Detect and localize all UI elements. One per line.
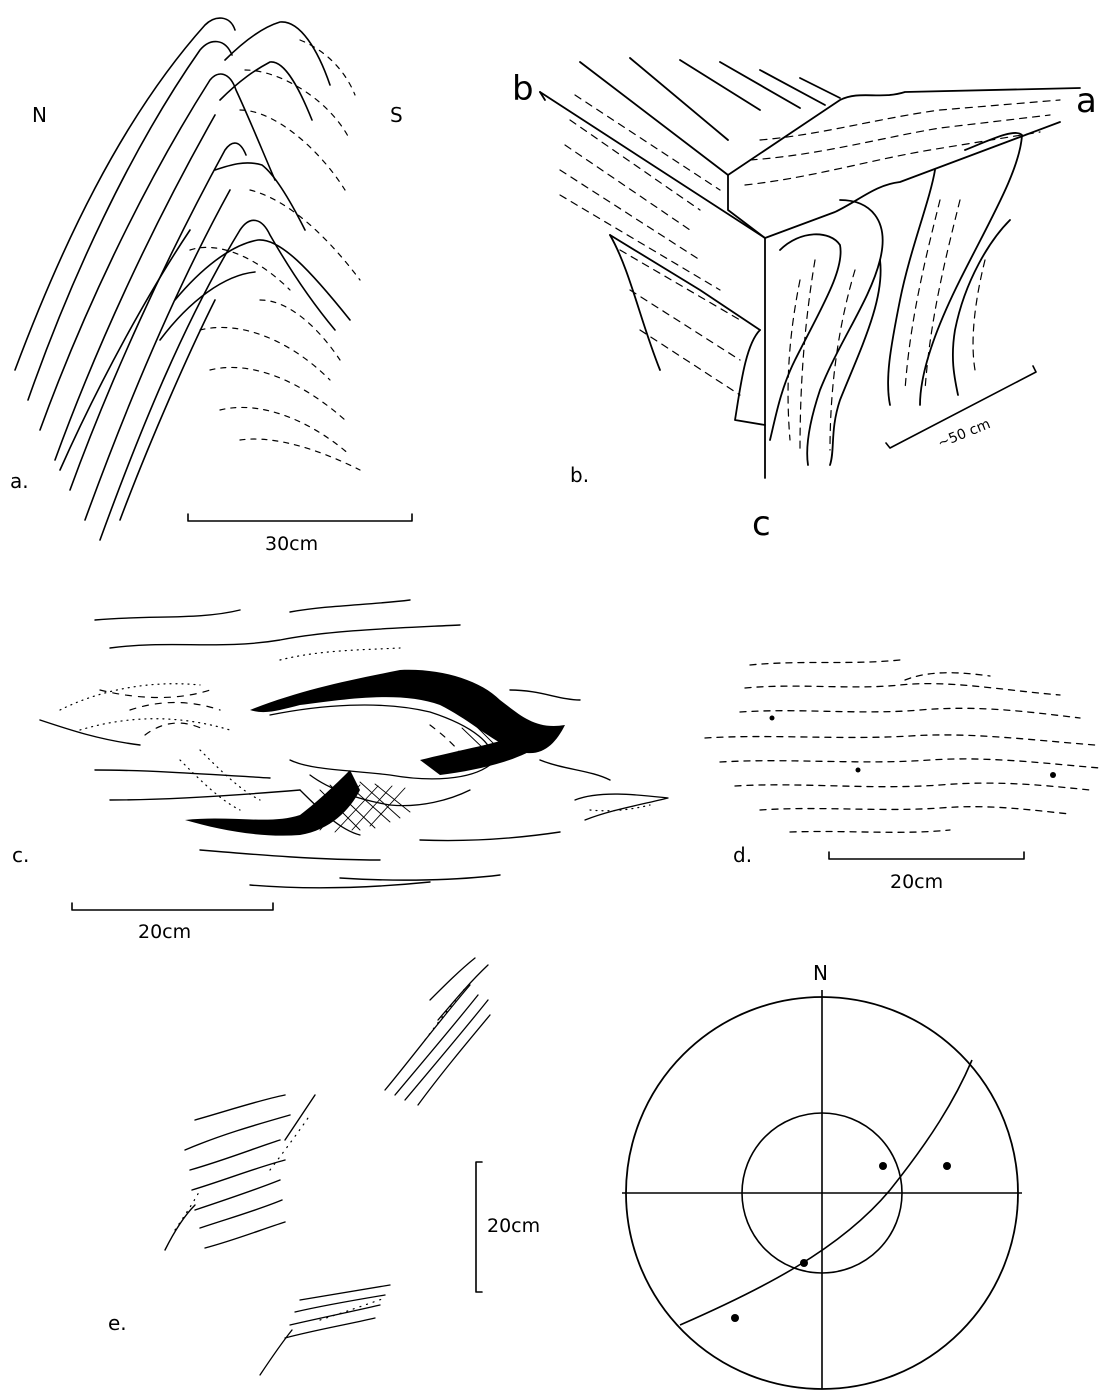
panel-e-lower-lens: [260, 1285, 390, 1375]
stereonet-pole: [879, 1162, 887, 1170]
panel-a-scale-bar: [188, 514, 412, 521]
panel-d-fabric-dashes: [705, 660, 1100, 832]
panel-d-scale-bar: [829, 852, 1024, 859]
panel-c-black-layer-lower: [185, 770, 360, 836]
panel-d-scale-label: 20cm: [890, 871, 943, 893]
panel-d: d. 20cm: [705, 660, 1100, 893]
panel-b-axis-b-label: b: [512, 69, 534, 109]
stereonet-north-label: N: [813, 961, 828, 985]
panel-a: N S a. 30cm: [10, 18, 412, 555]
panel-c-label: c.: [12, 843, 29, 867]
panel-a-south-label: S: [390, 103, 403, 127]
panel-d-label: d.: [733, 843, 752, 867]
panel-a-north-label: N: [32, 103, 47, 127]
stereonet: N: [622, 961, 1022, 1389]
panel-b-scale-label: ~50 cm: [936, 416, 993, 452]
panel-a-label: a.: [10, 469, 29, 493]
panel-c-scale-label: 20cm: [138, 921, 191, 943]
panel-b-label: b.: [570, 463, 589, 487]
panel-e-label: e.: [108, 1311, 127, 1335]
stereonet-pole: [800, 1259, 808, 1267]
panel-c: c. 20cm: [12, 600, 668, 943]
panel-b-layer-dashes: [560, 95, 1060, 450]
panel-e-scale-label: 20cm: [487, 1215, 540, 1237]
panel-e-dots: [175, 985, 468, 1320]
panel-b-axis-c-label: c: [752, 504, 771, 544]
panel-c-scale-bar: [72, 903, 273, 910]
panel-e-upper-lens: [385, 958, 490, 1105]
panel-e-middle-lens: [165, 1095, 315, 1250]
panel-b: b a c b. ~50 cm: [512, 58, 1097, 544]
panel-e: e. 20cm: [108, 958, 540, 1375]
stereonet-poles: [731, 1162, 951, 1322]
panel-b-axis-a-label: a: [1076, 81, 1097, 121]
panel-a-shading: [190, 40, 360, 470]
stereonet-pole: [731, 1314, 739, 1322]
panel-e-scale-bar: [476, 1162, 482, 1292]
panel-d-dots: [770, 716, 1057, 779]
panel-a-fold-drawing: [15, 18, 350, 540]
panel-c-black-wedge: [420, 735, 540, 775]
panel-a-scale-label: 30cm: [265, 533, 318, 555]
stereonet-pole: [943, 1162, 951, 1170]
